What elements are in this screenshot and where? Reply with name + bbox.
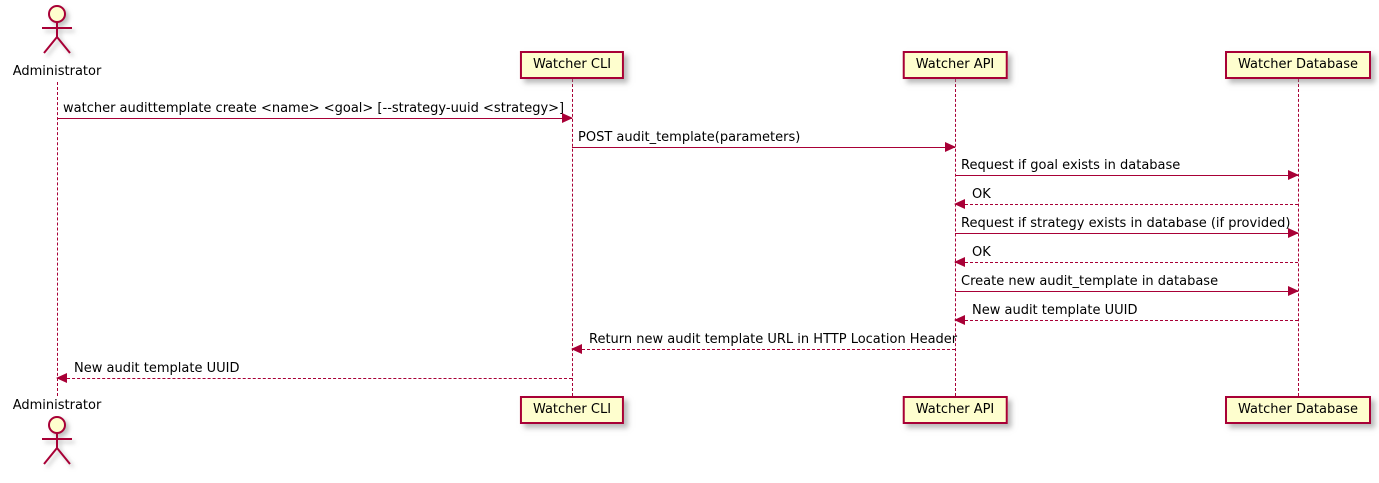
message-label: Request if goal exists in database bbox=[961, 158, 1181, 173]
message-label: New audit template UUID bbox=[74, 361, 240, 376]
message-label: OK bbox=[972, 245, 991, 260]
participant-watcher-cli-top: Watcher CLI bbox=[519, 51, 625, 79]
lifeline-watcher-api bbox=[955, 79, 956, 396]
message-return-location-header: Return new audit template URL in HTTP Lo… bbox=[571, 332, 957, 354]
message-create-audittemplate: watcher audittemplate create <name> <goa… bbox=[57, 101, 573, 123]
administrator-actor-icon-bottom bbox=[42, 416, 72, 465]
message-post-audit-template: POST audit_template(parameters) bbox=[572, 130, 956, 152]
actor-label-bottom: Administrator bbox=[12, 398, 102, 413]
message-label: POST audit_template(parameters) bbox=[578, 130, 801, 145]
participant-watcher-cli-bottom: Watcher CLI bbox=[519, 396, 625, 424]
message-new-uuid-from-db: New audit template UUID bbox=[954, 303, 1298, 325]
message-label: watcher audittemplate create <name> <goa… bbox=[63, 101, 565, 116]
message-label: Create new audit_template in database bbox=[961, 274, 1219, 289]
message-request-strategy-exists: Request if strategy exists in database (… bbox=[955, 216, 1299, 238]
message-label: New audit template UUID bbox=[972, 303, 1138, 318]
message-create-audit-template-db: Create new audit_template in database bbox=[955, 274, 1299, 296]
lifeline-administrator bbox=[57, 82, 58, 396]
message-ok-strategy: OK bbox=[954, 245, 1298, 267]
actor-label-top: Administrator bbox=[12, 64, 102, 79]
participant-watcher-database-top: Watcher Database bbox=[1225, 51, 1371, 79]
participant-watcher-api-top: Watcher API bbox=[902, 51, 1008, 79]
message-label: Return new audit template URL in HTTP Lo… bbox=[589, 332, 958, 347]
lifeline-watcher-cli bbox=[572, 79, 573, 396]
message-label: OK bbox=[972, 187, 991, 202]
message-request-goal-exists: Request if goal exists in database bbox=[955, 158, 1299, 180]
message-label: Request if strategy exists in database (… bbox=[961, 216, 1291, 231]
participant-watcher-database-bottom: Watcher Database bbox=[1225, 396, 1371, 424]
participant-watcher-api-bottom: Watcher API bbox=[902, 396, 1008, 424]
message-new-uuid-to-admin: New audit template UUID bbox=[56, 361, 572, 383]
administrator-actor-icon bbox=[42, 5, 72, 54]
message-ok-goal: OK bbox=[954, 187, 1298, 209]
